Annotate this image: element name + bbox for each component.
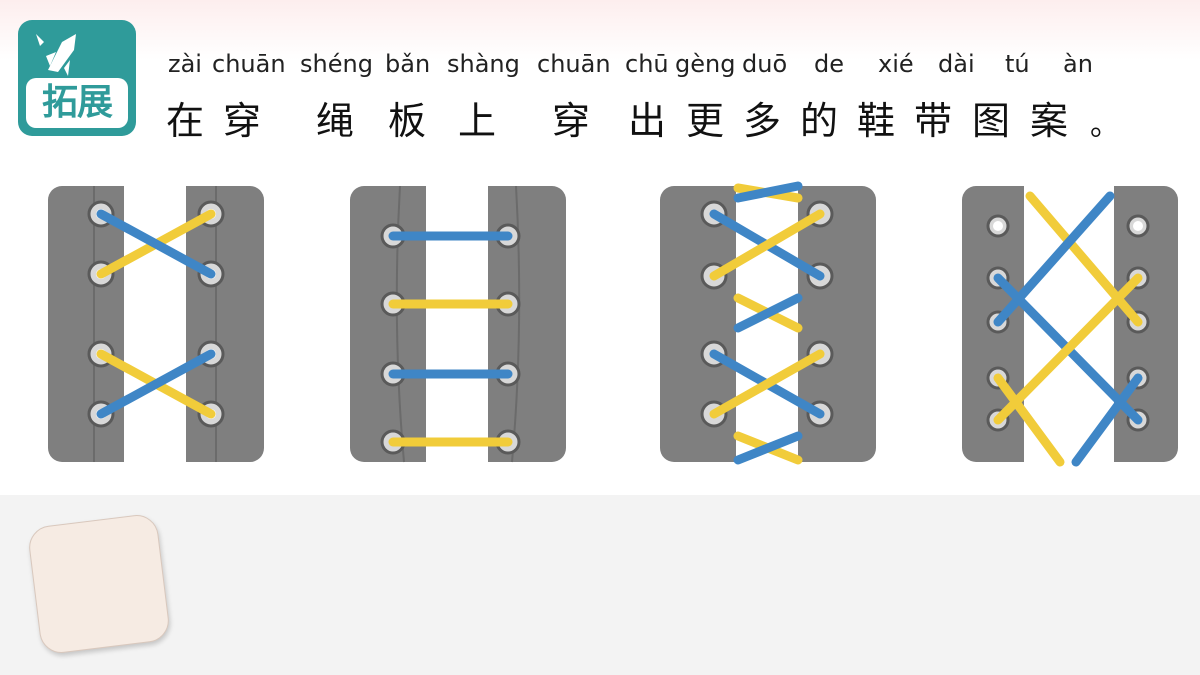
hanzi-character: 在 (166, 99, 205, 143)
pinyin-syllable: gèng (675, 50, 736, 78)
hanzi-character: 穿 (223, 99, 262, 143)
rocket-icon (36, 34, 76, 76)
pinyin-syllable: shàng (447, 50, 520, 78)
hanzi-character: 穿 (552, 99, 591, 143)
hanzi-character: 案 (1030, 99, 1069, 143)
hanzi-character: 更 (686, 99, 725, 143)
lacing-board-lattice (962, 186, 1178, 467)
hanzi-character: 上 (458, 99, 497, 143)
hanzi-character: 绳 (316, 99, 355, 143)
pinyin-syllable: tú (1005, 50, 1030, 78)
pinyin-syllable: duō (742, 50, 788, 78)
extension-badge: 拓展 (18, 20, 136, 136)
lacing-board-straight-bar (350, 185, 566, 463)
lacing-board-criss-cross (48, 186, 264, 462)
lacing-board-double-cross (660, 181, 876, 465)
hanzi-character: 板 (388, 99, 427, 143)
badge-label: 拓展 (26, 78, 128, 128)
hanzi-character: 鞋 (857, 99, 896, 143)
hanzi-character: 图 (972, 99, 1011, 143)
hanzi-character: 的 (800, 99, 839, 143)
hanzi-character: 带 (914, 99, 953, 143)
hanzi-character: 出 (628, 99, 667, 143)
pinyin-syllable: chuān (537, 50, 611, 78)
pinyin-syllable: chū (625, 50, 669, 78)
pinyin-syllable: chuān (212, 50, 286, 78)
pinyin-syllable: xié (878, 50, 914, 78)
pinyin-syllable: dài (938, 50, 975, 78)
pinyin-syllable: zài (168, 50, 202, 78)
hanzi-character: 多 (743, 99, 782, 143)
pinyin-syllable: shéng (300, 50, 373, 78)
pinyin-syllable: bǎn (385, 50, 431, 78)
page-background-bottom (0, 495, 1200, 675)
pinyin-syllable: àn (1063, 50, 1093, 78)
hanzi-character: 。 (1090, 108, 1120, 143)
decorative-note-card (26, 512, 172, 656)
pinyin-syllable: de (814, 50, 844, 78)
